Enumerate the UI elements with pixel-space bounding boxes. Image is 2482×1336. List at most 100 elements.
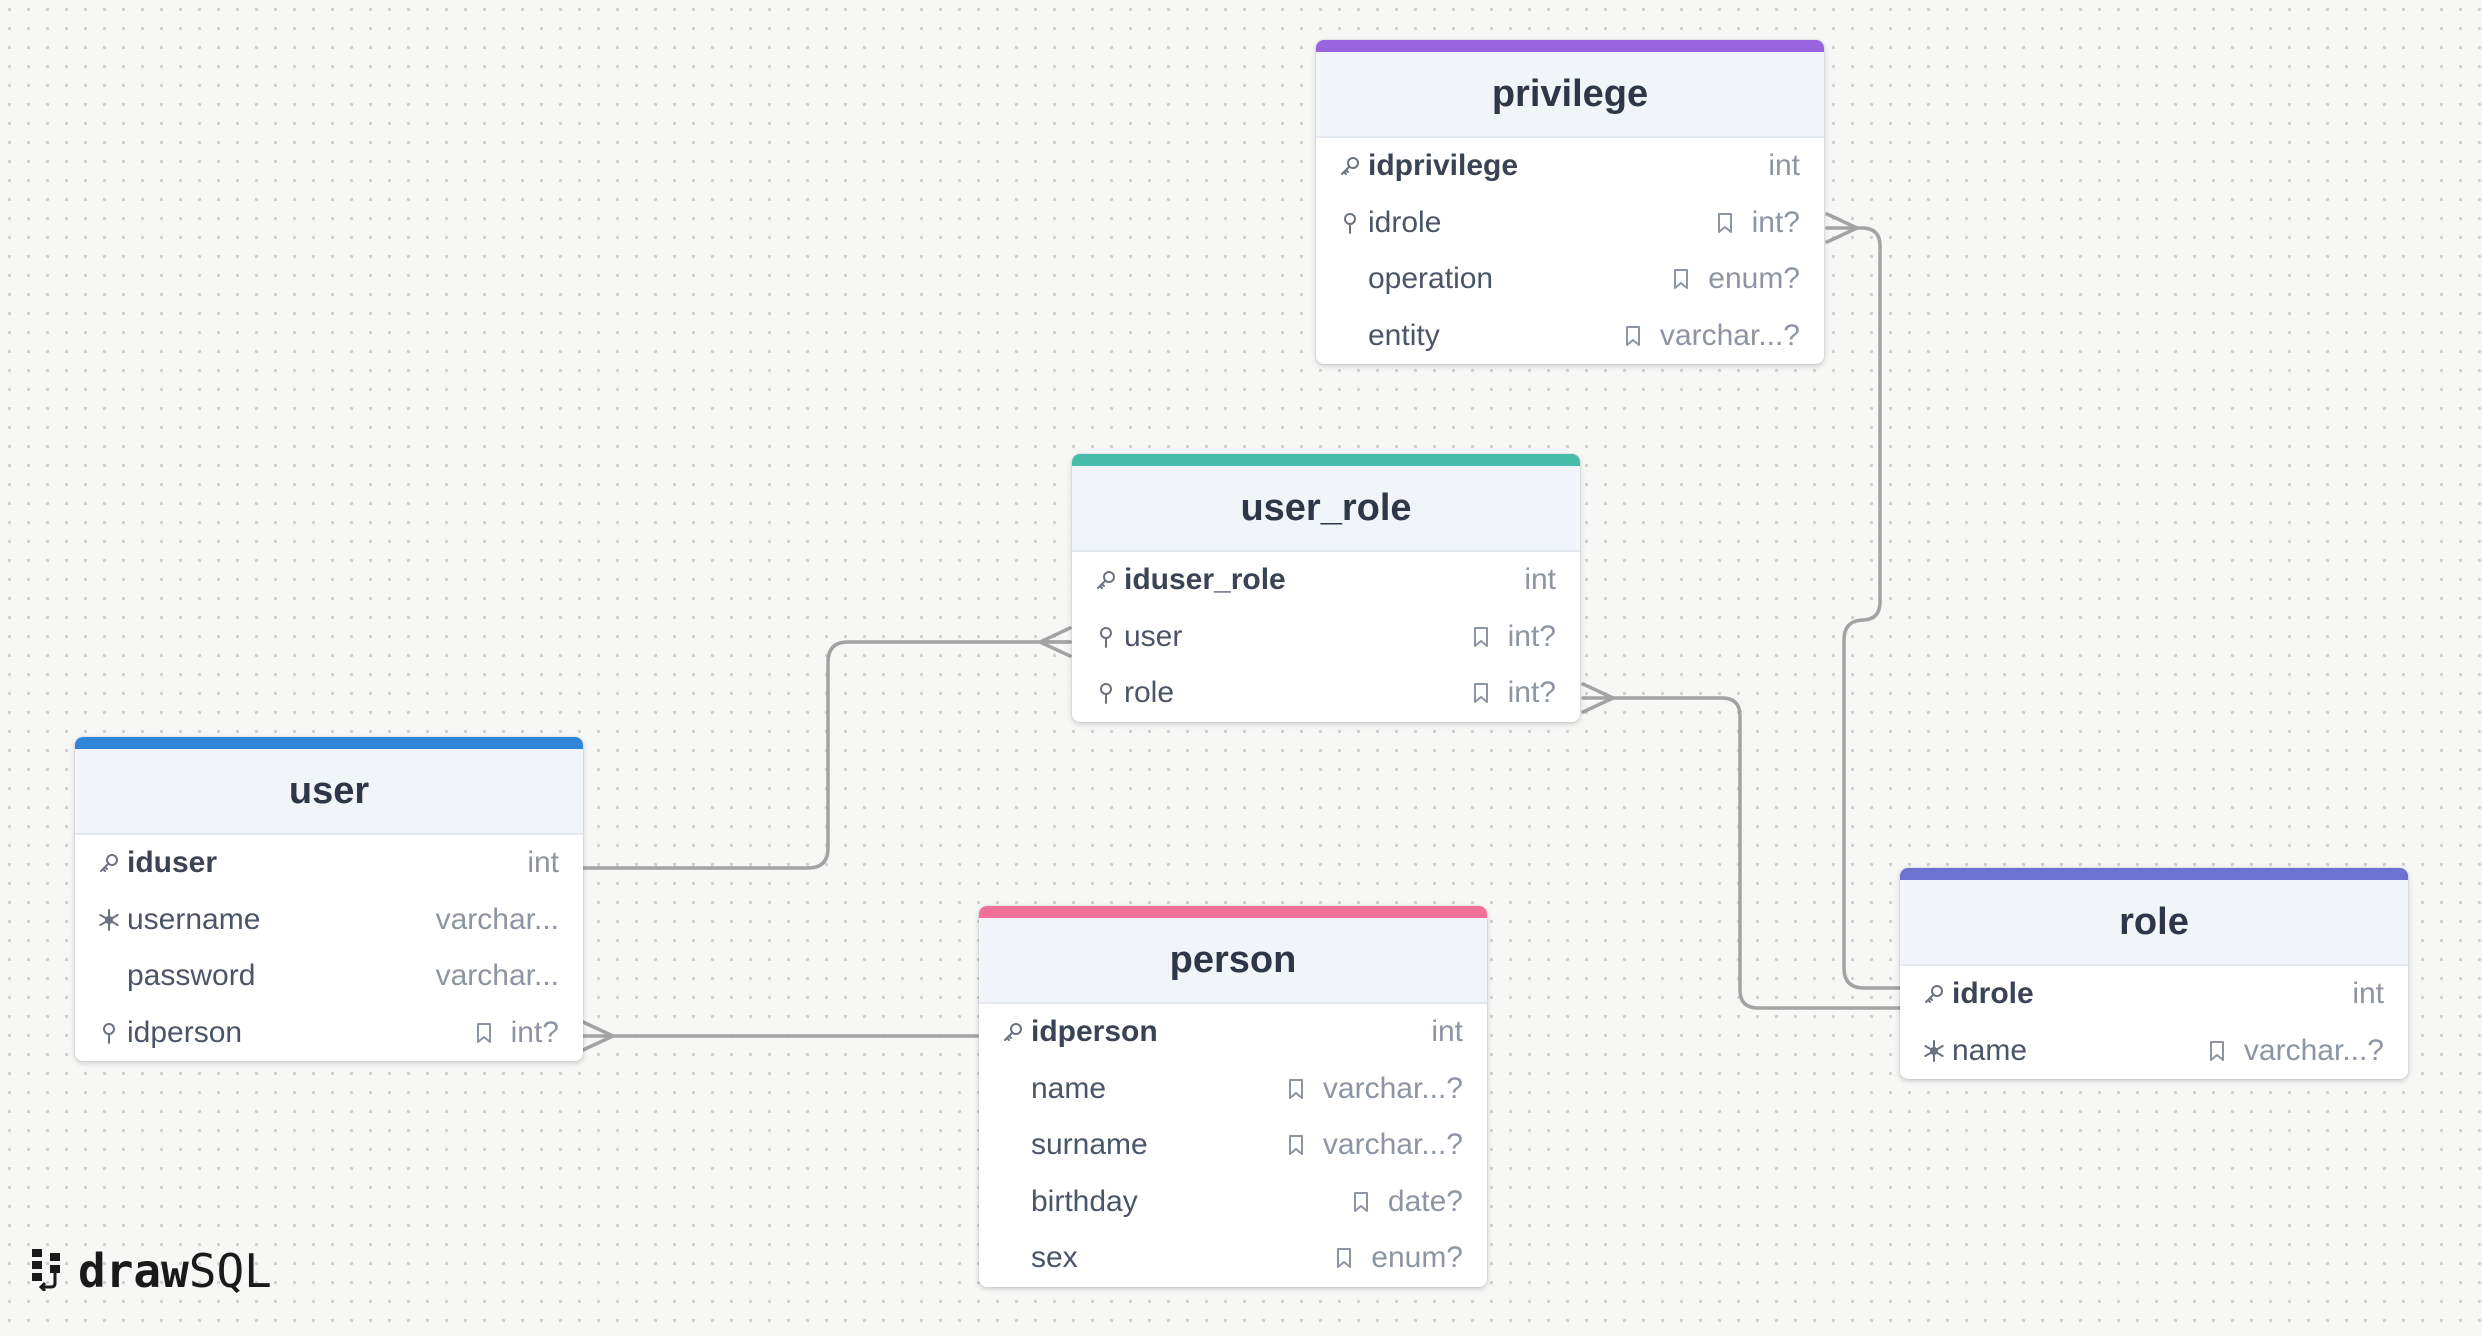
column-type: varchar...? — [1322, 1128, 1463, 1162]
nullable-icon — [1714, 211, 1744, 235]
column-type: varchar... — [435, 959, 559, 993]
column-row[interactable]: entity varchar...? — [1316, 308, 1824, 365]
table-color-bar — [1900, 868, 2408, 880]
table-title[interactable]: user_role — [1072, 466, 1580, 552]
column-type: int? — [1507, 676, 1556, 710]
nullable-icon — [1285, 1077, 1315, 1101]
column-name: idrole — [1368, 205, 1442, 239]
foreign-key-icon — [1094, 681, 1124, 705]
column-name: iduser — [127, 846, 218, 880]
link-role-to-privilege[interactable] — [1825, 226, 1902, 990]
key-icon — [1338, 154, 1368, 178]
table-title[interactable]: privilege — [1316, 52, 1824, 138]
column-row[interactable]: sex enum? — [979, 1230, 1487, 1287]
nullable-icon — [1350, 1190, 1380, 1214]
table-role[interactable]: role idrole int name varchar...? — [1900, 868, 2408, 1079]
column-type: int — [1768, 149, 1800, 183]
column-type: int — [527, 846, 559, 880]
foreign-key-icon — [97, 1021, 127, 1045]
column-type: varchar...? — [1659, 318, 1800, 352]
table-title[interactable]: role — [1900, 880, 2408, 966]
logo-text-sql: SQL — [188, 1244, 272, 1298]
column-row[interactable]: name varchar...? — [979, 1061, 1487, 1118]
column-name: birthday — [1031, 1184, 1138, 1218]
nullable-icon — [1670, 267, 1700, 291]
column-name: idrole — [1952, 977, 2034, 1011]
column-row[interactable]: name varchar...? — [1900, 1023, 2408, 1080]
column-type: int? — [1507, 619, 1556, 653]
column-row[interactable]: idprivilege int — [1316, 138, 1824, 195]
unique-icon — [1922, 1039, 1952, 1063]
crowfoot-user_role-role — [1581, 682, 1615, 714]
table-color-bar — [1316, 40, 1824, 52]
nullable-icon — [473, 1021, 503, 1045]
column-type: enum? — [1371, 1241, 1463, 1275]
nullable-icon — [1285, 1133, 1315, 1157]
column-type: enum? — [1708, 262, 1800, 296]
drawsql-logo[interactable]: draw SQL — [30, 1244, 272, 1298]
column-type: int — [1524, 563, 1556, 597]
column-name: entity — [1368, 318, 1440, 352]
column-row[interactable]: idperson int — [979, 1004, 1487, 1061]
column-row[interactable]: idrole int? — [1316, 195, 1824, 252]
column-row[interactable]: password varchar... — [75, 948, 583, 1005]
table-person[interactable]: person idperson int name varchar...? sur… — [979, 906, 1487, 1287]
key-icon — [1922, 982, 1952, 1006]
column-row[interactable]: operation enum? — [1316, 251, 1824, 308]
logo-text-draw: draw — [78, 1244, 189, 1298]
column-type: int? — [510, 1015, 559, 1049]
column-name: idprivilege — [1368, 149, 1519, 183]
column-row[interactable]: iduser_role int — [1072, 552, 1580, 609]
table-user_role[interactable]: user_role iduser_role int user int? role… — [1072, 454, 1580, 722]
column-row[interactable]: surname varchar...? — [979, 1117, 1487, 1174]
column-name: username — [127, 902, 261, 936]
column-row[interactable]: idperson int? — [75, 1005, 583, 1062]
column-name: sex — [1031, 1241, 1078, 1275]
foreign-key-icon — [1094, 625, 1124, 649]
table-color-bar — [1072, 454, 1580, 466]
column-type: varchar... — [435, 902, 559, 936]
nullable-icon — [1622, 324, 1652, 348]
column-name: iduser_role — [1124, 563, 1286, 597]
column-type: int — [1431, 1015, 1463, 1049]
link-user-to-user_role[interactable] — [581, 640, 1072, 870]
crowfoot-user-idperson — [581, 1020, 615, 1052]
column-type: varchar...? — [2243, 1033, 2384, 1067]
column-row[interactable]: birthday date? — [979, 1174, 1487, 1231]
key-icon — [97, 851, 127, 875]
crowfoot-user_role-user — [1038, 626, 1072, 658]
column-type: int? — [1751, 205, 1800, 239]
crowfoot-privilege-idrole — [1825, 212, 1859, 244]
column-name: name — [1952, 1033, 2028, 1067]
table-privilege[interactable]: privilege idprivilege int idrole int? op… — [1316, 40, 1824, 364]
column-name: name — [1031, 1071, 1107, 1105]
column-row[interactable]: username varchar... — [75, 892, 583, 949]
unique-icon — [97, 908, 127, 932]
foreign-key-icon — [1338, 211, 1368, 235]
column-row[interactable]: user int? — [1072, 609, 1580, 666]
column-type: date? — [1387, 1184, 1463, 1218]
drawsql-logo-icon — [30, 1247, 70, 1296]
column-name: surname — [1031, 1128, 1148, 1162]
column-type: int — [2352, 977, 2384, 1011]
nullable-icon — [1470, 681, 1500, 705]
column-row[interactable]: role int? — [1072, 665, 1580, 722]
table-title[interactable]: user — [75, 749, 583, 835]
table-user[interactable]: user iduser int username varchar... pass… — [75, 737, 583, 1061]
column-name: role — [1124, 676, 1175, 710]
table-color-bar — [75, 737, 583, 749]
key-icon — [1094, 568, 1124, 592]
key-icon — [1001, 1020, 1031, 1044]
nullable-icon — [1333, 1246, 1363, 1270]
nullable-icon — [2206, 1039, 2236, 1063]
column-name: user — [1124, 619, 1183, 653]
column-name: operation — [1368, 262, 1494, 296]
column-row[interactable]: idrole int — [1900, 966, 2408, 1023]
table-title[interactable]: person — [979, 918, 1487, 1004]
column-name: idperson — [1031, 1015, 1158, 1049]
column-name: password — [127, 959, 256, 993]
column-row[interactable]: iduser int — [75, 835, 583, 892]
link-role-to-user_role[interactable] — [1581, 696, 1902, 1010]
column-name: idperson — [127, 1015, 243, 1049]
column-type: varchar...? — [1322, 1071, 1463, 1105]
